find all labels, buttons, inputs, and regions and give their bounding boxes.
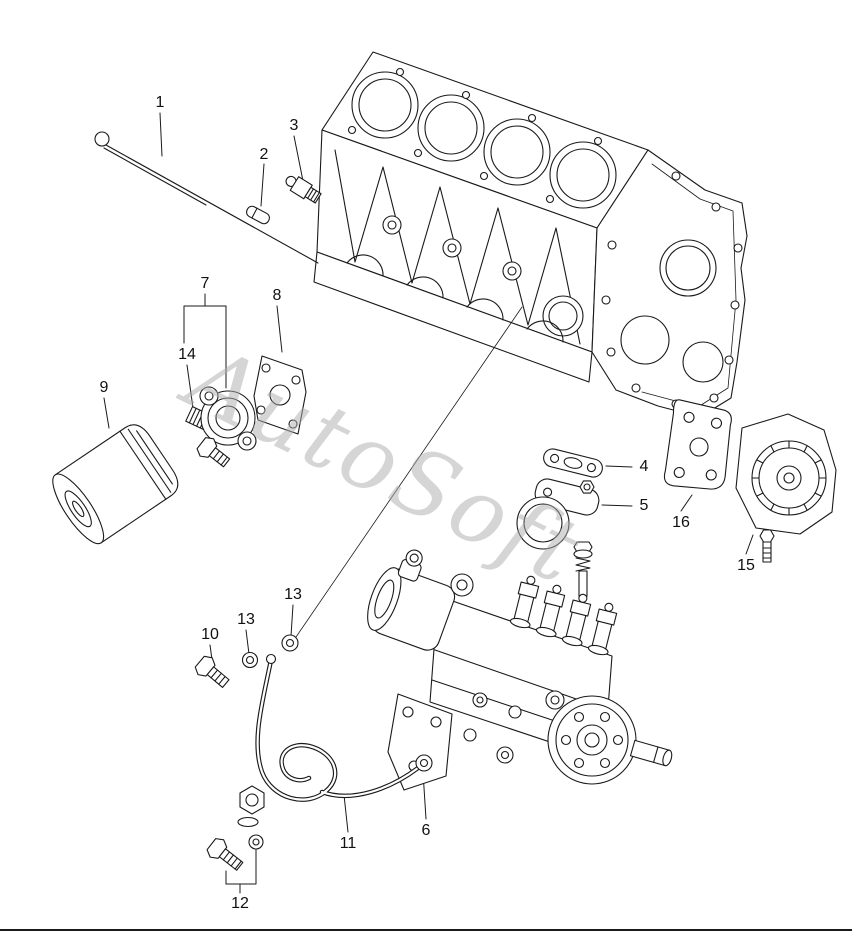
part-callout-3: 3 bbox=[289, 117, 299, 134]
pipe-flange-nut-drawing bbox=[237, 785, 265, 828]
oil-pump-gasket-drawing bbox=[663, 399, 732, 490]
part-callout-2: 2 bbox=[259, 146, 269, 163]
dipstick-drawing bbox=[94, 131, 319, 264]
pickup-gasket-drawing bbox=[543, 448, 603, 478]
part-callout-14: 14 bbox=[178, 346, 196, 363]
adapter-gasket-drawing bbox=[253, 355, 307, 435]
bolt-12-drawing bbox=[206, 838, 244, 871]
part-callout-1: 1 bbox=[155, 94, 165, 111]
bolt-10-drawing bbox=[194, 655, 230, 688]
fuel-pipe-drawing bbox=[255, 653, 421, 802]
washer-12-drawing bbox=[248, 834, 264, 850]
part-callout-11: 11 bbox=[339, 835, 357, 852]
engine-block-drawing bbox=[313, 51, 748, 418]
part-callout-10: 10 bbox=[201, 626, 219, 643]
callout-leader-lines bbox=[103, 112, 754, 894]
washer-13-lower-drawing bbox=[241, 651, 259, 669]
part-callout-13-a: 13 bbox=[284, 586, 302, 603]
dipstick-tube-drawing bbox=[246, 205, 270, 225]
washer-13-upper-drawing bbox=[281, 634, 299, 652]
part-callout-5: 5 bbox=[639, 497, 649, 514]
washer-6-drawing bbox=[415, 754, 433, 772]
pickup-stud-drawing bbox=[573, 541, 593, 605]
part-callout-16: 16 bbox=[672, 514, 690, 531]
part-callout-4: 4 bbox=[639, 458, 649, 475]
part-callout-9: 9 bbox=[99, 379, 109, 396]
oil-pump-drawing bbox=[735, 413, 837, 535]
oil-pressure-sensor-drawing bbox=[285, 175, 322, 204]
part-callout-7: 7 bbox=[200, 275, 210, 292]
oil-pickup-drawing bbox=[516, 478, 600, 550]
filter-adapter-drawing bbox=[199, 386, 257, 451]
adapter-bolt-drawing bbox=[196, 437, 231, 468]
part-callout-12: 12 bbox=[231, 895, 249, 912]
injection-pump-drawing bbox=[367, 549, 673, 791]
part-callout-8: 8 bbox=[272, 287, 282, 304]
part-callout-13-b: 13 bbox=[237, 611, 255, 628]
oil-filter-drawing bbox=[52, 424, 179, 545]
part-callout-15: 15 bbox=[737, 557, 755, 574]
oil-pump-bolt-drawing bbox=[759, 529, 775, 563]
part-callout-6: 6 bbox=[421, 822, 431, 839]
